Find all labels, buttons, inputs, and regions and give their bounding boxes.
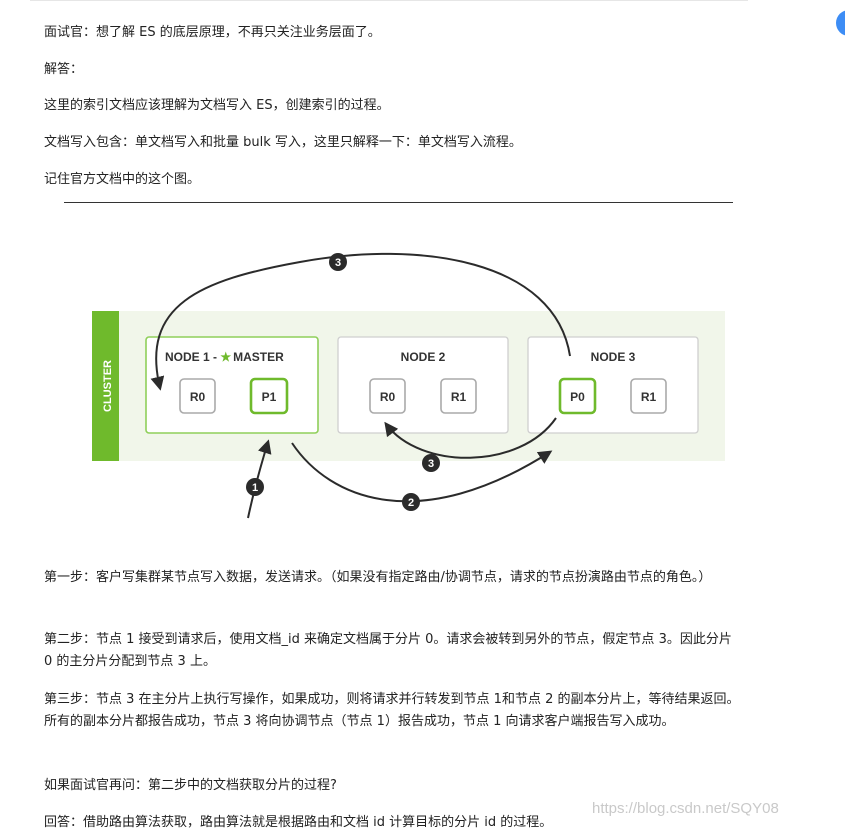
watermark: https://blog.csdn.net/SQY08 <box>592 800 779 817</box>
node-3-title: NODE 3 <box>591 350 636 364</box>
paragraph-write-types: 文档写入包含：单文档写入和批量 bulk 写入，这里只解释一下：单文档写入流程。 <box>44 135 522 150</box>
arrow-step-3-top <box>150 252 571 391</box>
node-2-shard-r1-label: R1 <box>451 390 467 404</box>
node-1-shard-r0 <box>179 378 216 414</box>
paragraph-routing-answer: 回答：借助路由算法获取，路由算法就是根据路由和文档 id 计算目标的分片 id … <box>44 815 553 830</box>
paragraph-step-2: 第二步：节点 1 接受到请求后，使用文档_id 来确定文档属于分片 0。请求会被… <box>44 632 732 669</box>
top-divider <box>30 0 748 1</box>
node-3-shard-p0-label: P0 <box>570 390 585 404</box>
step-1-marker <box>246 478 264 496</box>
horizontal-rule <box>64 202 733 203</box>
paragraph-step-1: 第一步：客户写集群某节点写入数据，发送请求。（如果没有指定路由/协调节点，请求的… <box>44 570 712 585</box>
step-3-marker-top <box>329 253 347 271</box>
node-3-shard-p0 <box>558 377 597 415</box>
node-1-title: NODE 1 - ★MASTER <box>165 350 284 364</box>
node-1-shard-p1-label: P1 <box>262 390 277 404</box>
node-1-shard-p1 <box>249 377 289 415</box>
paragraph-remember-diagram: 记住官方文档中的这个图。 <box>44 172 201 187</box>
cluster-label: CLUSTER <box>102 360 114 412</box>
star-icon: ★ <box>220 350 231 364</box>
node-3-shard-r1 <box>630 378 667 414</box>
paragraph-step-3: 第三步：节点 3 在主分片上执行写操作，如果成功，则将请求并行转发到节点 1和节… <box>44 692 740 729</box>
paragraph-index-meaning: 这里的索引文档应该理解为文档写入 ES，创建索引的过程。 <box>44 98 390 113</box>
arrow-step-2 <box>291 442 553 503</box>
step-3-marker-bottom-label: 3 <box>428 458 434 470</box>
paragraph-interviewer: 面试官：想了解 ES 的底层原理，不再只关注业务层面了。 <box>44 25 381 40</box>
cluster-bar <box>92 311 119 461</box>
write-flow-diagram: CLUSTER NODE 1 - ★MASTER R0 P1 NODE 2 R0… <box>92 252 725 519</box>
step-2-marker-label: 2 <box>408 497 414 509</box>
step-3-marker-top-label: 3 <box>335 257 341 269</box>
step-1-marker-label: 1 <box>252 482 258 494</box>
node-2-shard-r0-label: R0 <box>380 390 396 404</box>
node-2-shard-r0 <box>369 378 406 414</box>
node-2-title: NODE 2 <box>401 350 446 364</box>
step-3-marker-bottom <box>422 454 440 472</box>
node-2-shard-r1 <box>440 378 477 414</box>
floating-action-button[interactable] <box>836 10 845 36</box>
step-2-marker <box>402 493 420 511</box>
arrow-step-3-bottom <box>384 417 557 459</box>
paragraph-answer-label: 解答： <box>44 62 84 77</box>
paragraph-follow-up-question: 如果面试官再问：第二步中的文档获取分片的过程? <box>44 778 337 793</box>
node-3-shard-r1-label: R1 <box>641 390 657 404</box>
node-1-shard-r0-label: R0 <box>190 390 206 404</box>
